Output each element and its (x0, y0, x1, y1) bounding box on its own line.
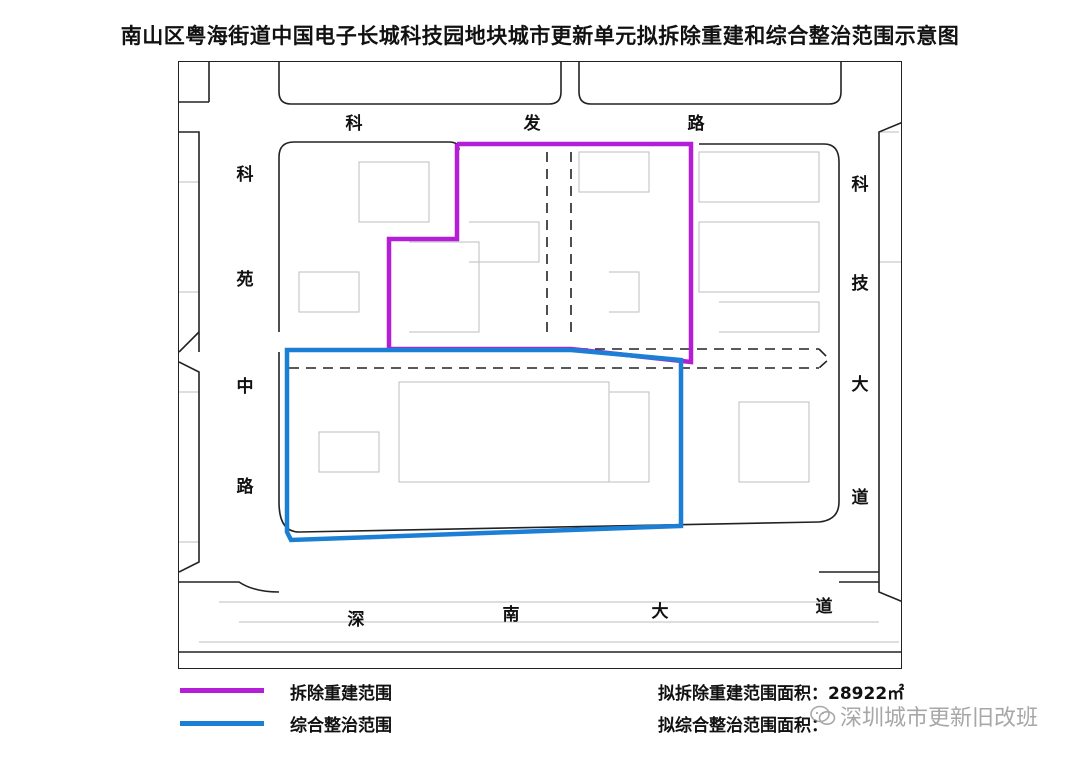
road-label-keyuan-2: 苑 (236, 270, 254, 290)
road-label-keji-1: 科 (851, 175, 869, 195)
road-label-keji-3: 大 (851, 375, 869, 395)
watermark: 深圳城市更新旧改班 (810, 700, 1038, 732)
road-label-keyuan-1: 科 (236, 165, 254, 185)
bg-building-outline (179, 62, 210, 103)
renovation-boundary (284, 347, 684, 543)
legend-label-renovation: 综合整治范围 (290, 716, 392, 736)
road-label-keyuan-4: 路 (236, 477, 254, 497)
road-label-kefa-2: 发 (523, 114, 541, 134)
road-label-keji-4: 道 (851, 488, 869, 508)
page-title: 南山区粤海街道中国电子长城科技园地块城市更新单元拟拆除重建和综合整治范围示意图 (120, 24, 960, 48)
road-label-kefa-3: 路 (687, 114, 705, 134)
watermark-text: 深圳城市更新旧改班 (840, 706, 1039, 731)
legend-swatch-demolition (180, 688, 264, 693)
legend-label-demolition: 拆除重建范围 (290, 684, 392, 704)
road-label-keji-2: 技 (851, 274, 869, 294)
road-label-shennan-3: 大 (651, 602, 669, 622)
renovation-area-text: 拟综合整治范围面积： (658, 716, 828, 736)
wechat-icon (810, 705, 836, 725)
road-label-shennan-4: 道 (815, 597, 833, 617)
demolition-boundary (386, 141, 694, 365)
demolition-area-text: 拟拆除重建范围面积：28922㎡ (658, 684, 905, 704)
road-label-shennan-1: 深 (347, 610, 365, 630)
legend-swatch-renovation (180, 721, 264, 726)
map-drawing (179, 62, 901, 653)
road-label-keyuan-3: 中 (236, 377, 254, 397)
road-label-kefa-1: 科 (345, 114, 363, 134)
site-map: 科 发 路 科 苑 中 路 科 技 大 道 深 南 大 道 (178, 61, 902, 669)
block-outline (294, 141, 460, 151)
road-label-shennan-2: 南 (502, 605, 520, 625)
